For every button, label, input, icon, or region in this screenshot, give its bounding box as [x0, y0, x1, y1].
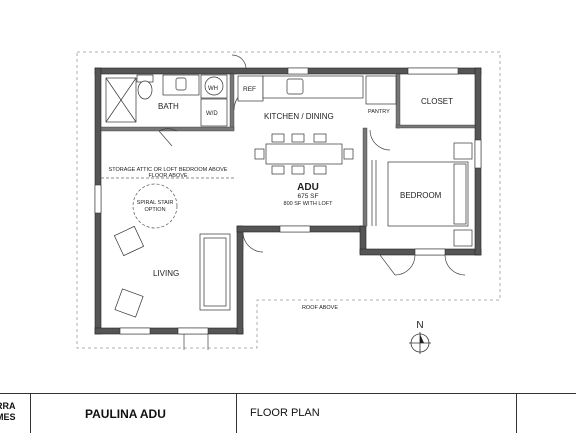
unit-name: ADU	[297, 182, 319, 193]
pantry-label: PANTRY	[368, 109, 390, 115]
roof-outline	[76, 51, 501, 349]
project-title: PAULINA ADU	[85, 407, 166, 421]
room-label-bath: BATH	[158, 102, 179, 111]
wd-label: W/D	[206, 111, 218, 117]
title-divider	[30, 394, 31, 433]
pantry-shelf	[365, 75, 397, 105]
title-block: RRA MES PAULINA ADU FLOOR PLAN	[0, 393, 576, 433]
north-arrow: N	[409, 320, 431, 354]
living-furniture	[113, 225, 231, 318]
roof-above-label: ROOF ABOVE	[302, 305, 338, 311]
wh-label: WH	[208, 86, 218, 92]
refrigerator	[237, 75, 264, 102]
storage-note-line1: STORAGE ATTIC OR LOFT BEDROOM ABOVE	[109, 167, 228, 173]
dining-table	[254, 133, 354, 175]
room-label-kitchen: KITCHEN / DINING	[264, 112, 334, 121]
spiral-note-line2: OPTION	[144, 207, 165, 213]
spiral-stair	[132, 183, 178, 229]
unit-area: 675 SF	[298, 193, 319, 200]
armchair	[113, 225, 145, 257]
kitchen-sink	[286, 78, 304, 95]
washer-dryer	[200, 98, 228, 127]
armchair	[114, 288, 144, 318]
title-divider	[516, 394, 517, 433]
brand-line1: RRA	[0, 401, 16, 411]
bath-fixtures	[105, 74, 228, 127]
sheet-title: FLOOR PLAN	[250, 407, 320, 419]
ref-label: REF	[243, 86, 256, 93]
north-label: N	[416, 320, 423, 331]
kitchen-counter	[262, 75, 364, 99]
unit-area-loft: 800 SF WITH LOFT	[284, 201, 334, 207]
storage-note-line2: FLOOR ABOVE	[148, 173, 187, 179]
title-divider	[236, 394, 237, 433]
room-label-living: LIVING	[153, 269, 179, 278]
brand-line2: MES	[0, 412, 16, 422]
brand-logo: RRA MES	[0, 401, 16, 423]
interior-walls	[100, 73, 476, 227]
toilet-bowl	[137, 80, 153, 100]
room-label-closet: CLOSET	[421, 97, 453, 106]
bedroom-furniture	[371, 142, 473, 247]
room-label-bedroom: BEDROOM	[400, 191, 442, 200]
windows	[94, 67, 482, 335]
kitchen-fixtures	[237, 75, 397, 105]
spiral-note-line1: SPIRAL STAIR	[137, 200, 174, 206]
floor-plan: BATH WH W/D REF KITCHEN / DINING PANTRY …	[76, 51, 501, 354]
